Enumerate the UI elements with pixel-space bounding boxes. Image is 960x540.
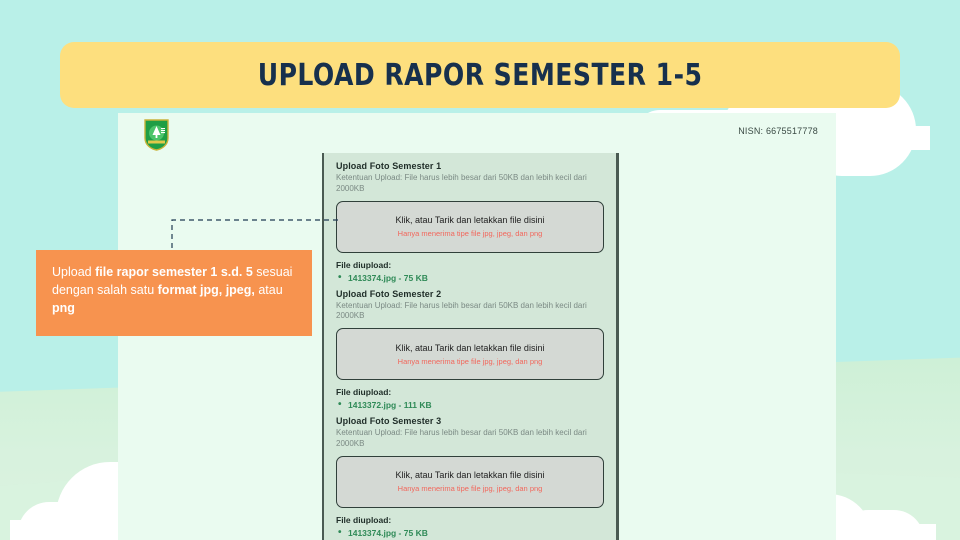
file-dropzone[interactable]: Klik, atau Tarik dan letakkan file disin… (336, 200, 604, 253)
uploaded-files-label: File diupload: (336, 259, 392, 270)
uploaded-file-item[interactable]: 1413374.jpg - 75 KB (336, 272, 604, 283)
dropzone-filetype-hint: Hanya menerima tipe file jpg, jpeg, dan … (397, 229, 543, 239)
uploaded-files-label: File diupload: (336, 387, 392, 398)
uploaded-file-item[interactable]: 1413372.jpg - 111 KB (336, 399, 604, 410)
page-title: UPLOAD RAPOR SEMESTER 1-5 (257, 57, 703, 93)
file-dropzone[interactable]: Klik, atau Tarik dan letakkan file disin… (336, 328, 604, 381)
dropzone-primary-text: Klik, atau Tarik dan letakkan file disin… (395, 342, 545, 353)
uploaded-files-list: 1413374.jpg - 75 KB (336, 527, 604, 538)
dropzone-filetype-hint: Hanya menerima tipe file jpg, jpeg, dan … (397, 484, 543, 494)
semester-title: Upload Foto Semester 3 (336, 416, 442, 427)
nisn-label: NISN: 6675517778 (738, 126, 818, 136)
uploaded-files-list: 1413372.jpg - 111 KB (336, 399, 604, 410)
upload-requirement-note: Ketentuan Upload: File harus lebih besar… (336, 300, 587, 321)
uploaded-files-list: 1413374.jpg - 75 KB (336, 272, 604, 283)
slide-title-banner: UPLOAD RAPOR SEMESTER 1-5 (60, 42, 900, 108)
semester-upload-block: Upload Foto Semester 1 Ketentuan Upload: … (336, 161, 604, 283)
semester-title: Upload Foto Semester 2 (336, 288, 442, 299)
file-dropzone[interactable]: Klik, atau Tarik dan letakkan file disin… (336, 455, 604, 508)
semester-title: Upload Foto Semester 1 (336, 161, 442, 171)
riau-province-emblem-icon (144, 119, 169, 151)
uploaded-files-label: File diupload: (336, 514, 392, 525)
app-header: NISN: 6675517778 (118, 113, 836, 155)
dropzone-primary-text: Klik, atau Tarik dan letakkan file disin… (395, 470, 545, 481)
dropzone-filetype-hint: Hanya menerima tipe file jpg, jpeg, dan … (397, 356, 543, 366)
uploaded-file-item[interactable]: 1413374.jpg - 75 KB (336, 527, 604, 538)
dropzone-primary-text: Klik, atau Tarik dan letakkan file disin… (395, 215, 545, 226)
upload-form-panel[interactable]: Upload Foto Semester 1 Ketentuan Upload: … (322, 153, 619, 540)
annotation-callout: Upload file rapor semester 1 s.d. 5 sesu… (36, 250, 312, 336)
annotation-text: Upload file rapor semester 1 s.d. 5 sesu… (52, 265, 293, 315)
upload-requirement-note: Ketentuan Upload: File harus lebih besar… (336, 173, 587, 193)
upload-requirement-note: Ketentuan Upload: File harus lebih besar… (336, 428, 587, 448)
